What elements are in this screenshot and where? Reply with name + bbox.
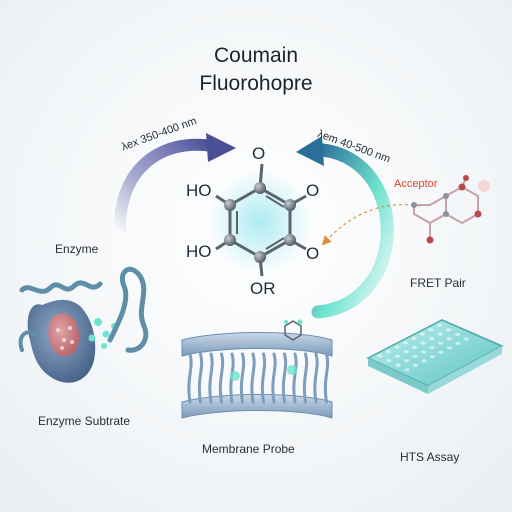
plate-well (403, 359, 410, 363)
fret-transfer-arrow (321, 204, 421, 246)
lipid-tail (208, 352, 214, 404)
plate-well (412, 354, 418, 358)
plate-well (412, 363, 419, 367)
plate-well (437, 341, 444, 345)
plate-well (419, 332, 426, 336)
plate-well (438, 350, 444, 354)
plate-well (428, 328, 434, 332)
plate-well (437, 332, 443, 336)
membrane-probe-label: Membrane Probe (202, 442, 295, 456)
excitation-arrowhead (206, 133, 236, 162)
plate-well (420, 341, 426, 345)
atom-o-top: O (252, 144, 266, 163)
coumarin-molecule (208, 163, 312, 277)
plate-well (402, 341, 409, 345)
title-line-2: Fluorohopre (199, 72, 313, 95)
plate-well (395, 363, 401, 367)
plate-well (428, 337, 435, 341)
lipid-tail (271, 352, 277, 404)
plate-well (429, 355, 436, 359)
plate-well (411, 345, 418, 349)
lipid-tail (260, 352, 267, 404)
fluorescence-glow (208, 170, 312, 274)
title-line-1: Coumain (213, 44, 299, 67)
plate-well (454, 332, 461, 336)
plate-well (445, 328, 452, 332)
emission-arrowhead (296, 136, 324, 166)
lipid-tail (250, 352, 256, 404)
plate-well (403, 350, 409, 354)
plate-well (420, 350, 427, 354)
plate-well (404, 368, 410, 372)
lipid-tail (239, 352, 246, 404)
atom-o-right-top: O (306, 181, 320, 200)
plate-well (377, 354, 383, 358)
emission-arrow (296, 136, 394, 319)
lipid-tail (302, 352, 309, 404)
plate-well (385, 350, 392, 354)
enzyme-label: Enzyme (55, 242, 99, 256)
lipid-tail (197, 352, 204, 404)
fret-pair-label: FRET Pair (410, 276, 466, 290)
plate-well (429, 346, 435, 350)
membrane-illustration (181, 319, 333, 419)
plate-well (394, 345, 400, 349)
atom-o-right-bottom: O (306, 244, 320, 263)
hts-assay-label: HTS Assay (400, 450, 460, 464)
plate-well (463, 337, 470, 341)
enzyme-substrate-label: Enzyme Subtrate (38, 414, 131, 428)
atom-or-bottom: OR (250, 279, 276, 298)
plate-well (446, 346, 453, 350)
lipid-tail (281, 352, 288, 404)
plate-well (455, 341, 461, 345)
lipid-tail (313, 352, 319, 404)
fret-acceptor-molecule (411, 175, 490, 244)
lipid-tail (323, 352, 330, 404)
excitation-arrow (113, 133, 236, 238)
hts-plate-illustration (366, 319, 504, 394)
lipid-tail (292, 352, 298, 404)
acceptor-label: Acceptor (394, 178, 438, 190)
plate-well (394, 354, 401, 358)
plate-well (446, 337, 452, 341)
lipid-tail (187, 352, 193, 404)
atom-ho-left-bottom: HO (186, 242, 212, 261)
plate-well (436, 323, 443, 327)
plate-well (386, 359, 392, 363)
atom-ho-left-top: HO (186, 181, 212, 200)
enzyme-illustration (18, 266, 149, 383)
lipid-tail (218, 352, 225, 404)
plate-well (411, 336, 417, 340)
plate-well (421, 359, 427, 363)
